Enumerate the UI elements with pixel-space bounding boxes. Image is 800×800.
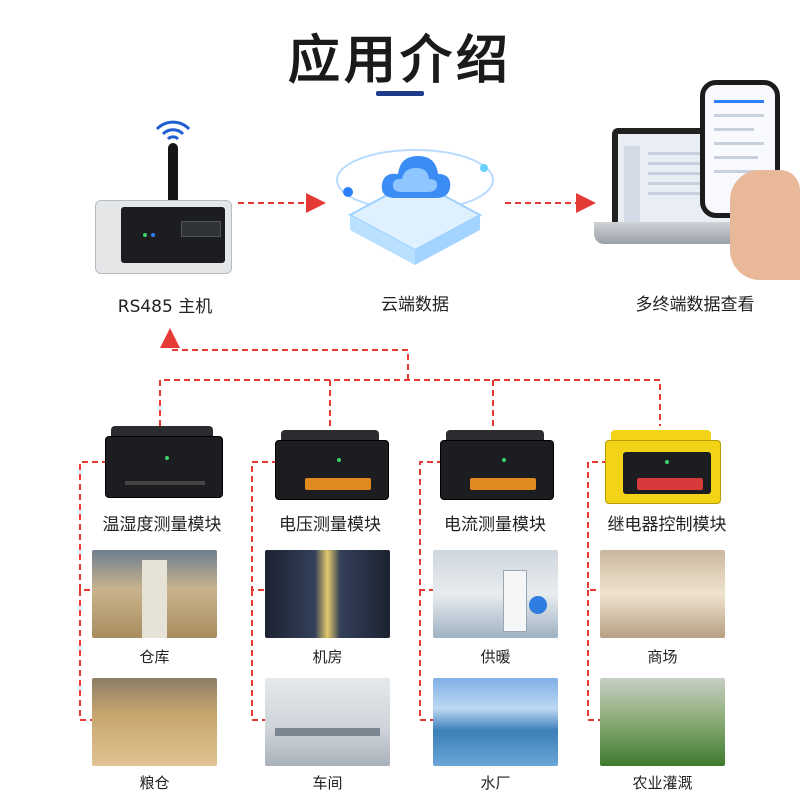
terminals xyxy=(590,80,800,280)
scene-image-mall xyxy=(600,550,725,638)
wifi-icon xyxy=(155,120,191,141)
module-temp-humidity xyxy=(105,426,223,498)
scene-caption-granary: 粮仓 xyxy=(139,774,170,792)
title-underline xyxy=(376,91,424,96)
page-title: 应用介绍 xyxy=(287,31,512,91)
host-label: RS485 主机 xyxy=(117,297,213,317)
scene-image-greenhouse xyxy=(600,678,725,766)
module-bus xyxy=(159,379,661,426)
scene-caption-warehouse: 仓库 xyxy=(139,648,170,666)
module-label-voltage: 电压测量模块 xyxy=(279,515,381,535)
cloud-platform xyxy=(330,120,500,270)
module-label-relay: 继电器控制模块 xyxy=(607,515,727,535)
scene-image-water-plant xyxy=(433,678,558,766)
scene-image-server-room xyxy=(265,550,390,638)
cloud-icon xyxy=(381,156,451,198)
scene-caption-heating: 供暖 xyxy=(480,648,511,666)
module-label-current: 电流测量模块 xyxy=(444,515,546,535)
cloud-label: 云端数据 xyxy=(381,295,449,315)
module-label-temp-humidity: 温湿度测量模块 xyxy=(102,515,222,535)
rs485-host xyxy=(95,115,235,280)
module-voltage xyxy=(275,430,389,500)
scene-image-warehouse xyxy=(92,550,217,638)
hand xyxy=(730,170,800,280)
scene-caption-water-plant: 水厂 xyxy=(480,774,511,792)
module-current xyxy=(440,430,554,500)
scene-image-heating xyxy=(433,550,558,638)
module-relay xyxy=(605,430,721,504)
scene-image-workshop xyxy=(265,678,390,766)
scene-caption-mall: 商场 xyxy=(647,648,678,666)
arrow-modules-to-host xyxy=(160,328,409,380)
scene-image-granary xyxy=(92,678,217,766)
scene-caption-workshop: 车间 xyxy=(312,774,343,792)
terminals-label: 多终端数据查看 xyxy=(635,295,755,315)
scene-caption-server-room: 机房 xyxy=(312,648,343,666)
scene-caption-irrigation: 农业灌溉 xyxy=(632,774,693,792)
